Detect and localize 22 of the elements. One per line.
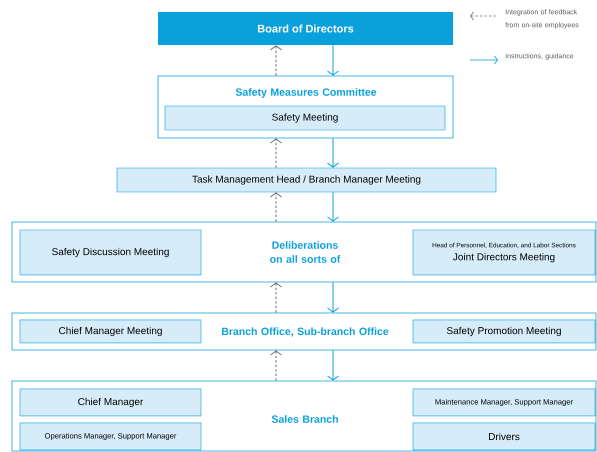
group-heading: Sales Branch: [272, 415, 338, 423]
meeting-box: Drivers: [412, 422, 596, 450]
title-box: Board of Directors: [158, 12, 453, 45]
arrow: [327, 350, 339, 381]
arrow: [270, 45, 282, 76]
meeting-box: Safety Discussion Meeting: [20, 230, 202, 276]
arrow: [327, 138, 339, 168]
meeting-box: Safety Meeting: [164, 106, 446, 130]
arrow: [270, 282, 282, 314]
meeting-box: Task Management Head / Branch Manager Meeting: [116, 168, 496, 192]
group-heading: Branch Office, Sub-branch Office: [222, 327, 388, 337]
meeting-box: Chief Manager: [20, 388, 202, 416]
group-heading: Safety Measures Committee: [236, 88, 376, 98]
arrow: [327, 192, 339, 222]
meeting-box: Chief Manager Meeting: [20, 320, 202, 344]
arrow: [327, 282, 339, 313]
arrow: [270, 192, 282, 222]
meeting-box: Safety Promotion Meeting: [412, 320, 596, 344]
group-heading: Deliberations on all sorts of: [270, 241, 340, 263]
arrow: [270, 138, 282, 168]
arrow: [327, 44, 339, 76]
arrow: [270, 350, 282, 382]
